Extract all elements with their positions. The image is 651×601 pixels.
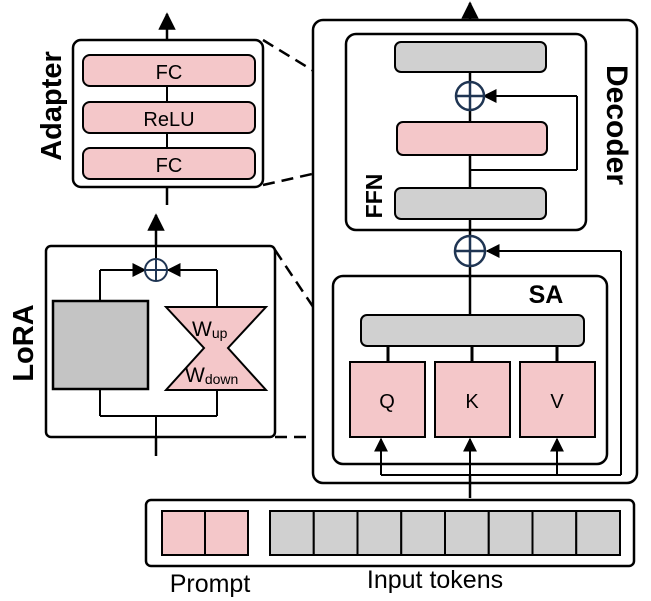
ffn-adapter-slot — [396, 121, 548, 156]
input-token-cell — [400, 510, 446, 556]
ffn-bottom-layer — [394, 187, 547, 220]
ffn-add-icon — [454, 80, 486, 112]
decoder-title: Decoder — [600, 65, 633, 185]
input-token-cell — [356, 510, 403, 556]
prompt-cells — [161, 510, 249, 556]
lora-module: Wup Wdown LoRA — [8, 213, 277, 456]
adapter-fc-top — [82, 54, 256, 87]
input-token-cell — [487, 510, 534, 556]
input-token-cell — [575, 510, 621, 556]
lora-w-up-subscript: up — [212, 325, 228, 341]
lora-low-rank-adapter — [163, 306, 269, 391]
adapter-relu-label: ReLU — [143, 109, 194, 131]
input-tokens-label: Input tokens — [367, 566, 503, 594]
lora-w-down-subscript: down — [205, 371, 238, 387]
lora-w-down-label: Wdown — [185, 364, 238, 387]
lora-frozen-weight — [51, 299, 150, 391]
sa-add-icon — [453, 234, 487, 268]
adapter-fc-top-label: FC — [156, 62, 183, 84]
lora-add-icon — [144, 258, 168, 282]
ffn-title: FFN — [361, 174, 387, 219]
adapter-module: FC ReLU FC Adapter — [36, 12, 265, 205]
prompt-label: Prompt — [170, 570, 251, 598]
prompt-cell — [161, 510, 206, 556]
input-token-cell — [531, 510, 578, 556]
input-token-cell — [444, 510, 490, 556]
q-label: Q — [379, 391, 395, 413]
token-cells — [269, 510, 621, 556]
input-sequence: Prompt Input tokens — [144, 498, 636, 598]
decoder-module: Decoder FFN SA Q K V — [311, 1, 639, 498]
prompt-cell — [204, 510, 249, 556]
input-token-cell — [312, 510, 359, 556]
adapter-fc-bottom-label: FC — [156, 155, 183, 177]
lora-w-up-label: Wup — [192, 318, 228, 341]
k-projection — [434, 361, 511, 438]
v-projection — [519, 361, 596, 438]
adapter-relu — [82, 101, 256, 134]
adapter-title: Adapter — [36, 51, 68, 161]
k-label: K — [465, 391, 479, 413]
q-projection — [349, 361, 426, 438]
adapter-fc-bottom — [82, 147, 256, 180]
sa-projection-layer — [360, 314, 585, 347]
sa-title: SA — [529, 281, 564, 309]
ffn-top-layer — [394, 41, 547, 73]
input-token-cell — [269, 510, 315, 556]
lora-title: LoRA — [8, 304, 40, 381]
v-label: V — [550, 391, 564, 413]
